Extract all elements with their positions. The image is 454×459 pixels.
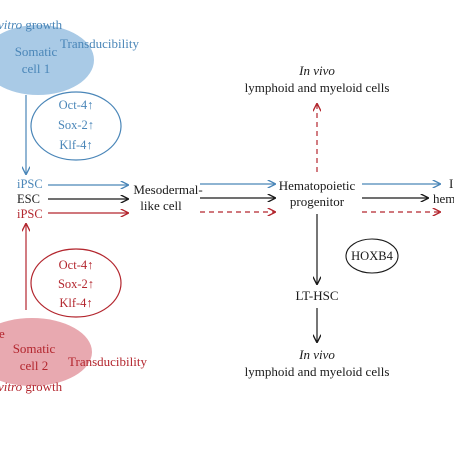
hematopoietic-line1: Hematopoietic [279,178,356,193]
bottom-growth-label: vitro growth [0,379,63,394]
lt-hsc-label: LT-HSC [295,288,338,303]
somatic-cell-1-line2: cell 1 [22,61,51,76]
in-vivo-bottom-cells: lymphoid and myeloid cells [245,364,390,379]
in-vivo-bottom-italic: In vivo [298,347,335,362]
bottom-factor-sox2: Sox-2↑ [58,277,94,291]
somatic-cell-2-line1: Somatic [13,341,56,356]
somatic-cell-2-line2: cell 2 [20,358,49,373]
source-label-esc: ESC [17,192,40,206]
in-vivo-top-italic: In vivo [298,63,335,78]
bottom-side-letter: e [0,326,5,341]
source-label-ipsc-top: iPSC [17,177,43,191]
hoxb4-oval [345,238,399,274]
bottom-factors-oval [30,248,122,318]
bottom-transducibility-label: Transducibility [68,354,147,369]
right-partial-bottom: hem [433,191,454,206]
mesodermal-line1: Mesodermal- [133,182,202,197]
somatic-cell-2-blob [0,318,92,386]
top-factors-oval [30,91,122,161]
bottom-factor-oct4: Oct-4↑ [59,258,94,272]
somatic-cell-1-blob [0,25,94,95]
somatic-cell-1-line1: Somatic [15,44,58,59]
mesodermal-line2: like cell [140,198,182,213]
top-transducibility-label: Transducibility [60,36,139,51]
top-factor-klf4: Klf-4↑ [59,138,92,152]
hoxb4-label: HOXB4 [351,249,393,263]
bottom-factor-klf4: Klf-4↑ [59,296,92,310]
top-growth-label: vitro growth [0,17,63,32]
right-partial-top: I [449,176,453,191]
source-label-ipsc-bottom: iPSC [17,207,43,221]
top-factor-oct4: Oct-4↑ [59,98,94,112]
top-factor-sox2: Sox-2↑ [58,118,94,132]
hematopoietic-line2: progenitor [290,194,345,209]
in-vivo-top-cells: lymphoid and myeloid cells [245,80,390,95]
